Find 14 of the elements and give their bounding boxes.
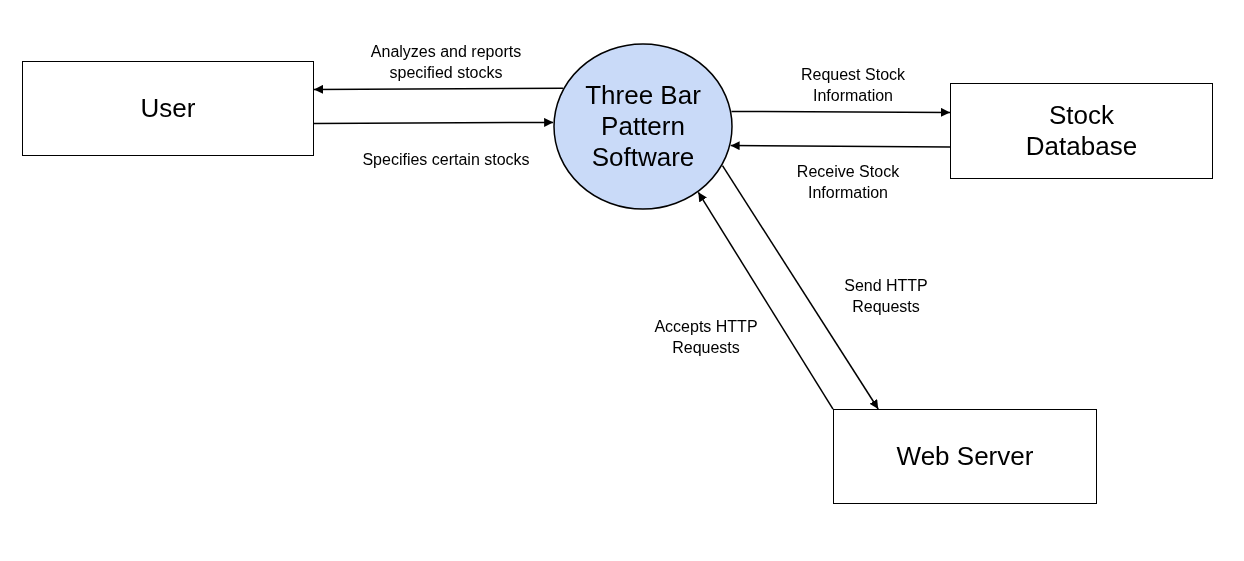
node-label: Three Bar Pattern Software [584,79,702,174]
arrow [697,191,834,410]
arrow [730,107,951,117]
arrow [313,84,564,94]
node-label: Web Server [896,440,1034,473]
node-label: Stock Database [1024,99,1139,163]
entity-box [950,83,1213,179]
entity-box [833,409,1097,504]
arrow [729,141,951,151]
arrow [721,164,879,410]
node-label: User [140,92,196,125]
process-ellipse [553,43,733,210]
entity-box [22,61,314,156]
arrow [313,117,554,127]
